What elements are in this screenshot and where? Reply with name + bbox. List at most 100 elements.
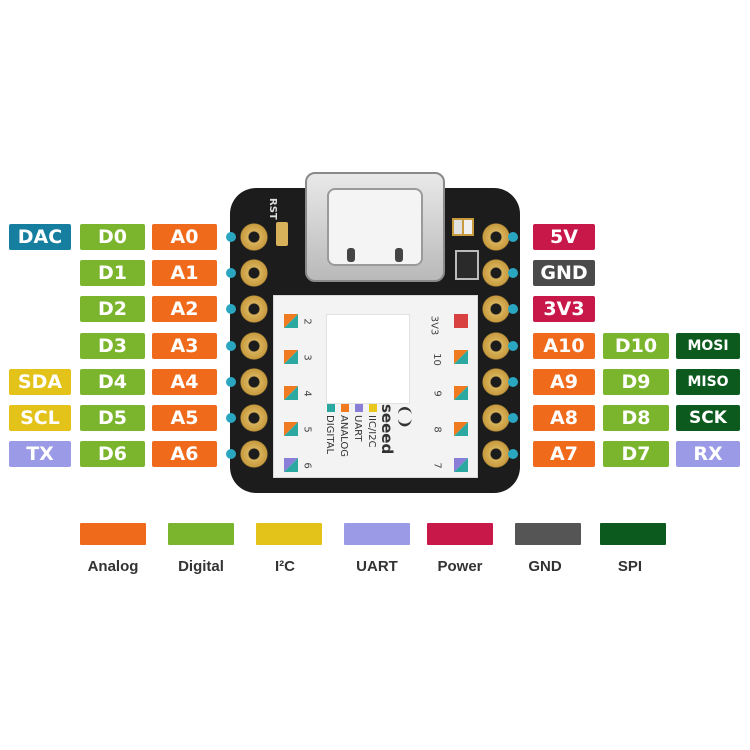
pin-tag-digital: D8	[603, 405, 669, 431]
swatch-square	[369, 404, 377, 412]
connector-dot	[508, 341, 518, 351]
pin-tag-scl: SCL	[9, 405, 71, 431]
pin-tag-digital: D4	[80, 369, 145, 395]
connector-dot	[226, 304, 236, 314]
pin-tag-rx: RX	[676, 441, 740, 467]
swatch-square	[327, 404, 335, 412]
legend-label: SPI	[617, 558, 643, 575]
pad	[482, 368, 510, 396]
power-marker	[454, 314, 468, 328]
swatch-square	[355, 404, 363, 412]
pin-tag-gnd: GND	[533, 260, 595, 286]
seeed-logo: ❨❩seeed	[378, 404, 414, 474]
legend-swatch-spi	[600, 523, 666, 545]
pin-color-marker	[454, 386, 468, 400]
pin-tag-digital: D7	[603, 441, 669, 467]
pin-tag-analog: A5	[152, 405, 217, 431]
pin-number: 3V3	[428, 315, 440, 336]
pin-number: 7	[431, 462, 443, 469]
pin-tag-analog: A7	[533, 441, 595, 467]
key-label: DIGITAL	[324, 415, 335, 455]
pin-number: 10	[430, 353, 442, 366]
pin-tag-analog: A8	[533, 405, 595, 431]
pin-tag-miso: MISO	[676, 369, 740, 395]
pin-tag-3v3: 3V3	[533, 296, 595, 322]
pin-number: 2	[301, 318, 313, 325]
pin-tag-analog: A4	[152, 369, 217, 395]
rst-pad	[276, 222, 288, 246]
pin-tag-digital: D6	[80, 441, 145, 467]
pin-color-marker	[284, 350, 298, 364]
usb-hole	[347, 248, 355, 262]
usb-c-port	[327, 188, 423, 266]
pin-tag-analog: A3	[152, 333, 217, 359]
connector-dot	[226, 268, 236, 278]
pin-number: 3	[301, 354, 313, 361]
pad	[240, 404, 268, 432]
pin-color-marker	[284, 386, 298, 400]
connector-dot	[508, 268, 518, 278]
pad	[240, 259, 268, 287]
connector-dot	[508, 304, 518, 314]
pin-tag-analog: A1	[152, 260, 217, 286]
pad	[240, 368, 268, 396]
connector-dot	[226, 413, 236, 423]
rf-shield: 2 3 4 5 6 3V3 10 9 8 7 ❨❩seeed IIC/I2C U…	[273, 295, 478, 478]
legend-label: Power	[437, 558, 483, 575]
pin-tag-analog: A6	[152, 441, 217, 467]
pin-number: 9	[431, 390, 443, 397]
pin-tag-digital: D3	[80, 333, 145, 359]
legend-label: UART	[356, 558, 398, 575]
legend-label: Digital	[178, 558, 224, 575]
legend-label: GND	[528, 558, 562, 575]
seeed-logo-icon: ❨❩	[396, 404, 414, 430]
swatch-square	[341, 404, 349, 412]
pin-number: 4	[301, 390, 313, 397]
brand-text: seeed	[378, 404, 396, 455]
connector-dot	[226, 377, 236, 387]
pad	[482, 332, 510, 360]
usb-c-connector	[305, 172, 445, 282]
shield-key: ❨❩seeed IIC/I2C UART ANALOG DIGITAL	[322, 404, 414, 474]
connector-dot	[508, 413, 518, 423]
led-component	[462, 218, 474, 236]
pin-tag-mosi: MOSI	[676, 333, 740, 359]
legend-swatch-uart	[344, 523, 410, 545]
pin-number: 8	[431, 426, 443, 433]
connector-dot	[508, 377, 518, 387]
key-item: ANALOG	[336, 404, 350, 474]
pin-tag-digital: D2	[80, 296, 145, 322]
pad	[240, 295, 268, 323]
pin-tag-5v: 5V	[533, 224, 595, 250]
pad	[240, 332, 268, 360]
pin-tag-sda: SDA	[9, 369, 71, 395]
key-label: UART	[352, 415, 363, 442]
pad	[482, 295, 510, 323]
pin-color-marker	[284, 314, 298, 328]
pin-tag-analog: A9	[533, 369, 595, 395]
legend-label: Analog	[87, 558, 139, 575]
pin-color-marker	[454, 350, 468, 364]
pin-tag-tx: TX	[9, 441, 71, 467]
pad	[240, 440, 268, 468]
pin-tag-digital: D10	[603, 333, 669, 359]
pin-tag-digital: D0	[80, 224, 145, 250]
legend-swatch-gnd	[515, 523, 581, 545]
legend-swatch-i2c	[256, 523, 322, 545]
legend-swatch-digital	[168, 523, 234, 545]
pin-tag-analog: A0	[152, 224, 217, 250]
pad	[240, 223, 268, 251]
legend-swatch-power	[427, 523, 493, 545]
pin-tag-sck: SCK	[676, 405, 740, 431]
key-label: ANALOG	[338, 415, 349, 457]
pin-color-marker	[454, 458, 468, 472]
pin-tag-digital: D5	[80, 405, 145, 431]
pin-tag-dac: DAC	[9, 224, 71, 250]
legend-swatch-analog	[80, 523, 146, 545]
chip-component	[455, 250, 479, 280]
pin-tag-analog: A10	[533, 333, 595, 359]
rst-label: RST	[267, 198, 278, 220]
pin-tag-digital: D1	[80, 260, 145, 286]
key-item: UART	[350, 404, 364, 474]
pad	[482, 259, 510, 287]
